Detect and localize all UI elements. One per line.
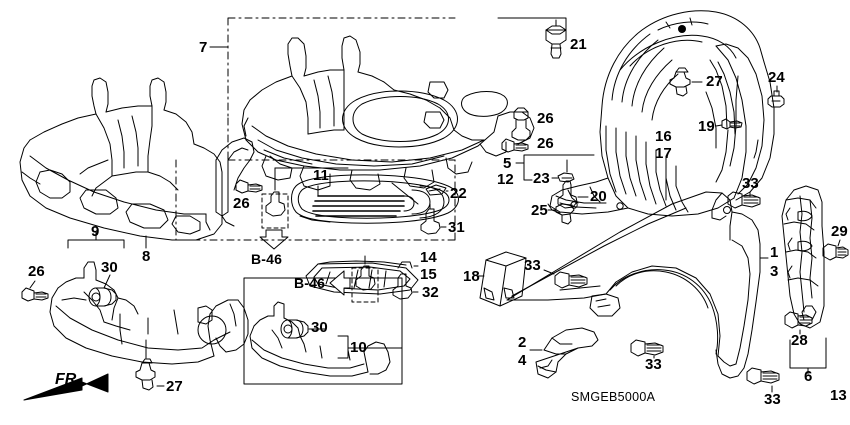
fastener-33c xyxy=(630,339,664,357)
callout-33-d: 33 xyxy=(764,391,781,408)
fastener-20 xyxy=(557,180,578,209)
callout-30-a: 30 xyxy=(101,259,118,276)
callout-33-a: 33 xyxy=(742,175,759,192)
fastener-33b xyxy=(554,271,588,289)
fastener-23 xyxy=(557,172,575,183)
callout-12: 12 xyxy=(497,171,514,188)
fastener-26d xyxy=(21,287,49,302)
callout-5: 5 xyxy=(503,155,512,172)
section-ref-b46-b: B-46 xyxy=(294,275,326,291)
callout-7: 7 xyxy=(199,39,208,56)
callout-27-upper: 27 xyxy=(706,73,723,90)
callout-10: 10 xyxy=(350,339,367,356)
leader-30a xyxy=(103,274,111,289)
callout-28: 28 xyxy=(791,332,808,349)
callout-13: 13 xyxy=(830,387,847,404)
callout-2: 2 xyxy=(518,334,527,351)
part-6-13-bracket xyxy=(781,185,825,329)
callout-3: 3 xyxy=(770,263,779,280)
fastener-33a xyxy=(727,191,761,209)
part-2-4-bracket xyxy=(535,327,599,379)
part-16-17-fender-liner xyxy=(547,10,775,217)
fastener-21 xyxy=(545,25,567,59)
b46-marker-a xyxy=(259,167,349,250)
callout-27-bottom: 27 xyxy=(166,378,183,395)
callout-26-lower: 26 xyxy=(537,135,554,152)
part-10-box xyxy=(243,277,403,385)
fastener-26a xyxy=(511,107,531,141)
bracket-9 xyxy=(67,239,125,249)
fastener-25 xyxy=(555,203,575,225)
callout-32: 32 xyxy=(422,284,439,301)
callout-26-upper: 26 xyxy=(537,110,554,127)
callout-31: 31 xyxy=(448,219,465,236)
part-9-lower-beam xyxy=(49,261,249,365)
leader-19 xyxy=(715,124,723,127)
callout-23: 23 xyxy=(533,170,550,187)
callout-26-bottomleft: 26 xyxy=(28,263,45,280)
fastener-27a xyxy=(669,67,691,97)
callout-20: 20 xyxy=(590,188,607,205)
front-direction-marker: FR. xyxy=(55,371,81,388)
callout-24: 24 xyxy=(768,69,785,86)
callout-33-b: 33 xyxy=(524,257,541,274)
fastener-26c xyxy=(235,179,263,194)
callout-33-c: 33 xyxy=(645,356,662,373)
part-8-undercover xyxy=(19,77,223,241)
fastener-19 xyxy=(721,118,743,130)
part-11-lower-cover xyxy=(291,174,459,224)
group-7-dashed-box xyxy=(227,17,456,161)
leader-21-line xyxy=(497,17,567,38)
fr-arrow xyxy=(23,373,109,401)
leader-29 xyxy=(837,239,841,247)
part-18-block xyxy=(479,251,527,307)
callout-30-b: 30 xyxy=(311,319,328,336)
part-11-dashed-box xyxy=(175,159,456,241)
callout-4: 4 xyxy=(518,352,527,369)
section-ref-b46-a: B-46 xyxy=(251,251,283,267)
leader-31-diag xyxy=(391,182,419,205)
callout-18: 18 xyxy=(463,268,480,285)
fastener-27b xyxy=(135,358,156,391)
callout-19: 19 xyxy=(698,118,715,135)
fastener-29 xyxy=(822,243,849,261)
callout-17: 17 xyxy=(655,145,672,162)
callout-16: 16 xyxy=(655,128,672,145)
leader-33b xyxy=(543,269,555,275)
part-7-splash-shield xyxy=(241,35,535,191)
part-8-side-arm xyxy=(215,137,255,227)
callout-29: 29 xyxy=(831,223,848,240)
callout-26-left: 26 xyxy=(233,195,250,212)
callout-22: 22 xyxy=(450,185,467,202)
fastener-31 xyxy=(420,208,441,235)
fastener-32 xyxy=(392,273,413,300)
part-10-beam xyxy=(249,301,391,377)
fastener-28 xyxy=(784,311,813,329)
fastener-26b xyxy=(501,138,529,153)
leader-26d xyxy=(29,280,36,289)
callout-6: 6 xyxy=(804,368,813,385)
leader-5-12-up xyxy=(523,154,595,164)
fastener-33d xyxy=(746,367,780,385)
callout-9: 9 xyxy=(91,223,100,240)
callout-21: 21 xyxy=(570,36,587,53)
part-1-3-fender xyxy=(506,191,761,379)
bracket-5-12 xyxy=(515,162,533,181)
diagram-code: SMGEB5000A xyxy=(571,390,656,404)
part-22-clip xyxy=(425,184,447,196)
fastener-30b xyxy=(280,319,309,339)
callout-15: 15 xyxy=(420,266,437,283)
callout-8: 8 xyxy=(142,248,151,265)
fastener-30a xyxy=(88,287,117,307)
callout-1: 1 xyxy=(770,244,779,261)
callout-14: 14 xyxy=(420,249,437,266)
fastener-24 xyxy=(767,90,785,108)
bracket-10 xyxy=(337,335,349,359)
callout-11: 11 xyxy=(313,167,329,184)
callout-25: 25 xyxy=(531,202,548,219)
b46-marker-b xyxy=(329,255,379,303)
